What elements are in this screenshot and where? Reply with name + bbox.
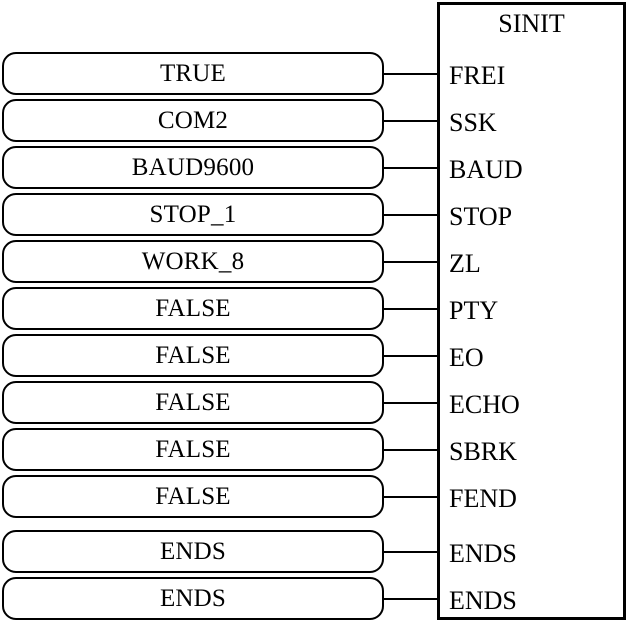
pin-label: EO (449, 343, 484, 372)
param-value: COM2 (157, 107, 229, 134)
param-value: BAUD9600 (131, 154, 255, 181)
param-box[interactable]: FALSE (2, 334, 384, 377)
param-value: STOP_1 (149, 201, 237, 228)
param-value: FALSE (155, 483, 231, 510)
param-box[interactable]: ENDS (2, 530, 384, 573)
connector-wire (384, 496, 439, 498)
pin-label: ZL (449, 249, 481, 278)
connector-wire (384, 355, 439, 357)
connector-wire (384, 120, 439, 122)
pin-label: ENDS (449, 586, 517, 615)
param-value: FALSE (155, 389, 231, 416)
connector-wire (384, 551, 439, 553)
param-value: ENDS (159, 538, 227, 565)
pin-label: FREI (449, 61, 506, 90)
param-value: FALSE (155, 436, 231, 463)
param-value: ENDS (159, 585, 227, 612)
pin-label: SSK (449, 108, 497, 137)
param-value: FALSE (155, 295, 231, 322)
param-box[interactable]: ENDS (2, 577, 384, 620)
connector-wire (384, 449, 439, 451)
param-box[interactable]: FALSE (2, 475, 384, 518)
connector-wire (384, 261, 439, 263)
param-box[interactable]: FALSE (2, 428, 384, 471)
pin-label: PTY (449, 296, 499, 325)
pin-label: BAUD (449, 155, 523, 184)
pin-label: ENDS (449, 539, 517, 568)
connector-wire (384, 214, 439, 216)
pin-label: STOP (449, 202, 513, 231)
connector-wire (384, 598, 439, 600)
pin-label: ECHO (449, 390, 520, 419)
param-value: TRUE (159, 60, 227, 87)
param-box[interactable]: TRUE (2, 52, 384, 95)
connector-wire (384, 73, 439, 75)
pin-label: FEND (449, 484, 517, 513)
param-box[interactable]: COM2 (2, 99, 384, 142)
connector-wire (384, 402, 439, 404)
param-box[interactable]: FALSE (2, 287, 384, 330)
connector-wire (384, 167, 439, 169)
param-box[interactable]: FALSE (2, 381, 384, 424)
param-value: FALSE (155, 342, 231, 369)
connector-wire (384, 308, 439, 310)
param-value: WORK_8 (141, 248, 245, 275)
param-box[interactable]: WORK_8 (2, 240, 384, 283)
param-box[interactable]: BAUD9600 (2, 146, 384, 189)
param-box[interactable]: STOP_1 (2, 193, 384, 236)
function-block-sinit[interactable]: SINIT FREI SSK BAUD STOP ZL PTY EO ECHO … (437, 2, 626, 620)
pin-label: SBRK (449, 437, 517, 466)
function-block-title: SINIT (498, 9, 565, 38)
